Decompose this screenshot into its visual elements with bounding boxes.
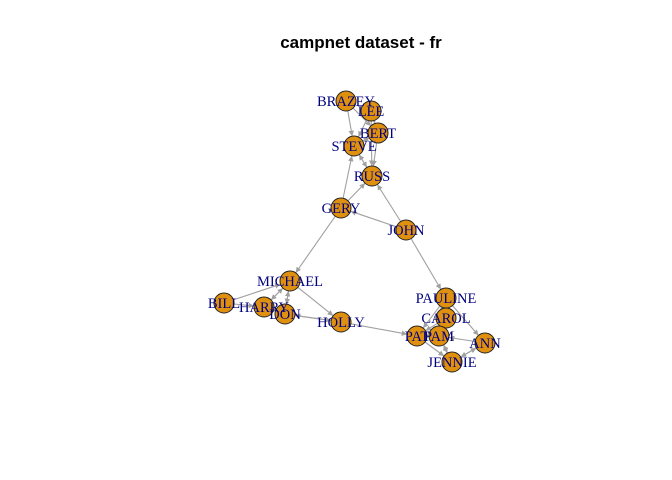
edge-bill-michael <box>233 283 281 301</box>
node-label-gery: GERY <box>322 201 361 217</box>
edge-michael-holly <box>297 286 334 317</box>
node-russ <box>361 165 383 187</box>
node-holly <box>330 311 352 333</box>
node-lee <box>360 100 382 122</box>
edge-ann-pam <box>448 335 476 343</box>
edge-bill-harry <box>233 302 255 309</box>
node-bert <box>367 122 389 144</box>
edge-jennie-pam <box>443 344 449 354</box>
node-pam <box>428 325 450 347</box>
node-bill <box>213 292 235 314</box>
node-steve <box>343 135 365 157</box>
edge-carol-pat <box>425 322 438 332</box>
node-label-russ: RUSS <box>354 169 390 185</box>
node-michael <box>279 270 301 292</box>
node-pat <box>406 325 428 347</box>
edge-brazey-steve <box>347 110 354 137</box>
node-ann <box>474 332 496 354</box>
edge-john-russ <box>376 184 402 222</box>
edge-gery-steve <box>342 155 354 199</box>
edge-don-michael <box>284 290 291 305</box>
node-label-john: JOHN <box>387 223 425 239</box>
node-label-brazey: BRAZEY <box>317 94 376 110</box>
node-gery <box>330 197 352 219</box>
node-label-michael: MICHAEL <box>257 274 323 290</box>
edge-jennie-ann <box>460 347 477 358</box>
edge-harry-michael <box>270 287 284 301</box>
node-jennie <box>441 351 463 373</box>
edge-steve-bert <box>362 137 370 143</box>
node-brazey <box>335 90 357 112</box>
node-label-don: DON <box>269 307 301 323</box>
edge-pauline-pat <box>422 305 441 329</box>
node-label-pauline: PAULINE <box>416 291 477 307</box>
edge-holly-pat <box>350 323 408 336</box>
node-carol <box>435 307 457 329</box>
edge-lee-steve <box>357 119 368 138</box>
node-label-pat: PAT <box>405 329 430 345</box>
node-label-ann: ANN <box>469 336 501 352</box>
node-label-jennie: JENNIE <box>427 355 476 371</box>
node-label-carol: CAROL <box>421 311 470 327</box>
edge-pat-jennie <box>424 341 445 357</box>
node-label-bert: BERT <box>360 126 396 142</box>
node-label-steve: STEVE <box>331 139 376 155</box>
edge-russ-steve <box>358 154 368 168</box>
node-label-holly: HOLLY <box>317 315 365 331</box>
edge-pauline-ann <box>452 305 479 336</box>
nodes-layer <box>213 90 496 373</box>
node-label-bill: BILL <box>208 296 240 312</box>
edge-brazey-bert <box>352 107 372 127</box>
edge-gery-michael <box>295 215 336 274</box>
edge-bert-russ <box>371 142 378 167</box>
node-label-lee: LEE <box>358 104 385 120</box>
edge-john-pauline <box>410 238 442 290</box>
node-john <box>395 219 417 241</box>
graph-title: campnet dataset - fr <box>280 33 442 52</box>
node-label-pam: PAM <box>424 329 454 345</box>
edge-gery-russ <box>347 182 366 202</box>
node-harry <box>253 296 275 318</box>
edge-john-gery <box>350 210 397 228</box>
node-label-harry: HARRY <box>239 300 289 316</box>
edge-holly-don <box>294 313 332 322</box>
node-don <box>274 303 296 325</box>
